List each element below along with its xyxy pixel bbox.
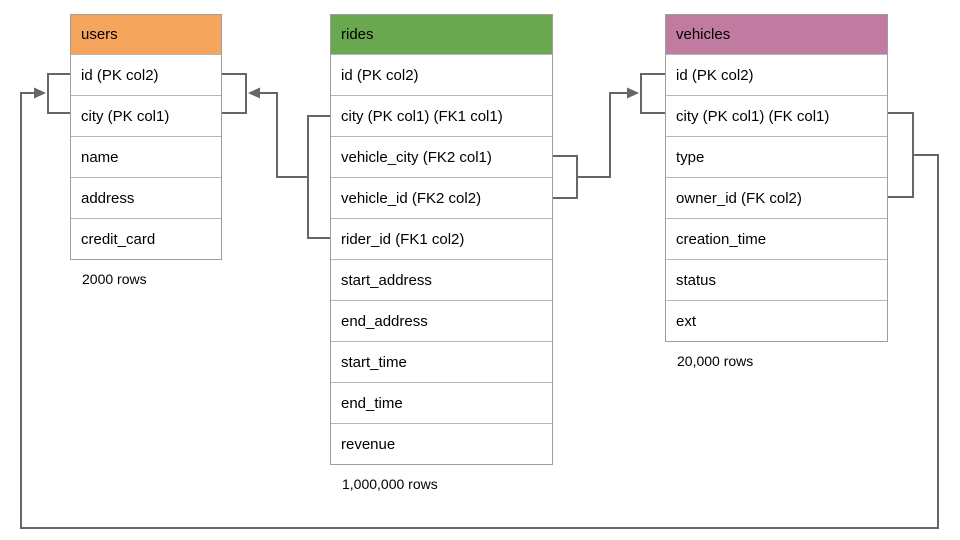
column-row: id (PK col2): [666, 54, 887, 95]
table-vehicles: vehicles id (PK col2) city (PK col1) (FK…: [665, 14, 888, 369]
users-pk-left-bracket: [47, 73, 70, 114]
arrowhead-into-users-right: [248, 87, 260, 99]
table-users: users id (PK col2) city (PK col1) name a…: [70, 14, 222, 287]
column-row: city (PK col1) (FK1 col1): [331, 95, 552, 136]
rides-fk1-bracket: [307, 115, 330, 239]
column-row: rider_id (FK1 col2): [331, 218, 552, 259]
table-rides-rowcount: 1,000,000 rows: [342, 476, 438, 492]
column-row: name: [71, 136, 221, 177]
column-row: id (PK col2): [71, 54, 221, 95]
column-row: creation_time: [666, 218, 887, 259]
column-row: city (PK col1): [71, 95, 221, 136]
vehicles-pk-bracket: [640, 73, 665, 114]
column-row: start_time: [331, 341, 552, 382]
column-row: city (PK col1) (FK col1): [666, 95, 887, 136]
connector-rides-to-users: [222, 73, 330, 239]
connector-vehicles-to-users: [20, 73, 939, 529]
table-rides-header: rides: [331, 15, 552, 54]
column-row: vehicle_city (FK2 col1): [331, 136, 552, 177]
rides-to-vehicles-shaft: [577, 92, 635, 178]
table-users-rowcount: 2000 rows: [82, 271, 147, 287]
column-row: type: [666, 136, 887, 177]
vehicles-to-users-long-shaft: [20, 92, 939, 529]
column-row: owner_id (FK col2): [666, 177, 887, 218]
column-row: ext: [666, 300, 887, 341]
column-row: address: [71, 177, 221, 218]
table-users-header: users: [71, 15, 221, 54]
column-row: vehicle_id (FK2 col2): [331, 177, 552, 218]
column-row: end_time: [331, 382, 552, 423]
column-row: revenue: [331, 423, 552, 464]
column-row: credit_card: [71, 218, 221, 259]
vehicles-fk-bracket: [888, 112, 914, 198]
rides-to-users-shaft: [252, 92, 308, 178]
arrowhead-into-vehicles-left: [627, 87, 639, 99]
users-pk-bracket: [222, 73, 247, 114]
column-row: id (PK col2): [331, 54, 552, 95]
arrowhead-into-users-left: [34, 87, 46, 99]
table-rides: rides id (PK col2) city (PK col1) (FK1 c…: [330, 14, 553, 492]
table-vehicles-rowcount: 20,000 rows: [677, 353, 754, 369]
column-row: start_address: [331, 259, 552, 300]
rides-fk2-bracket: [553, 155, 578, 199]
connector-rides-to-vehicles: [553, 73, 665, 199]
column-row: end_address: [331, 300, 552, 341]
table-vehicles-header: vehicles: [666, 15, 887, 54]
column-row: status: [666, 259, 887, 300]
